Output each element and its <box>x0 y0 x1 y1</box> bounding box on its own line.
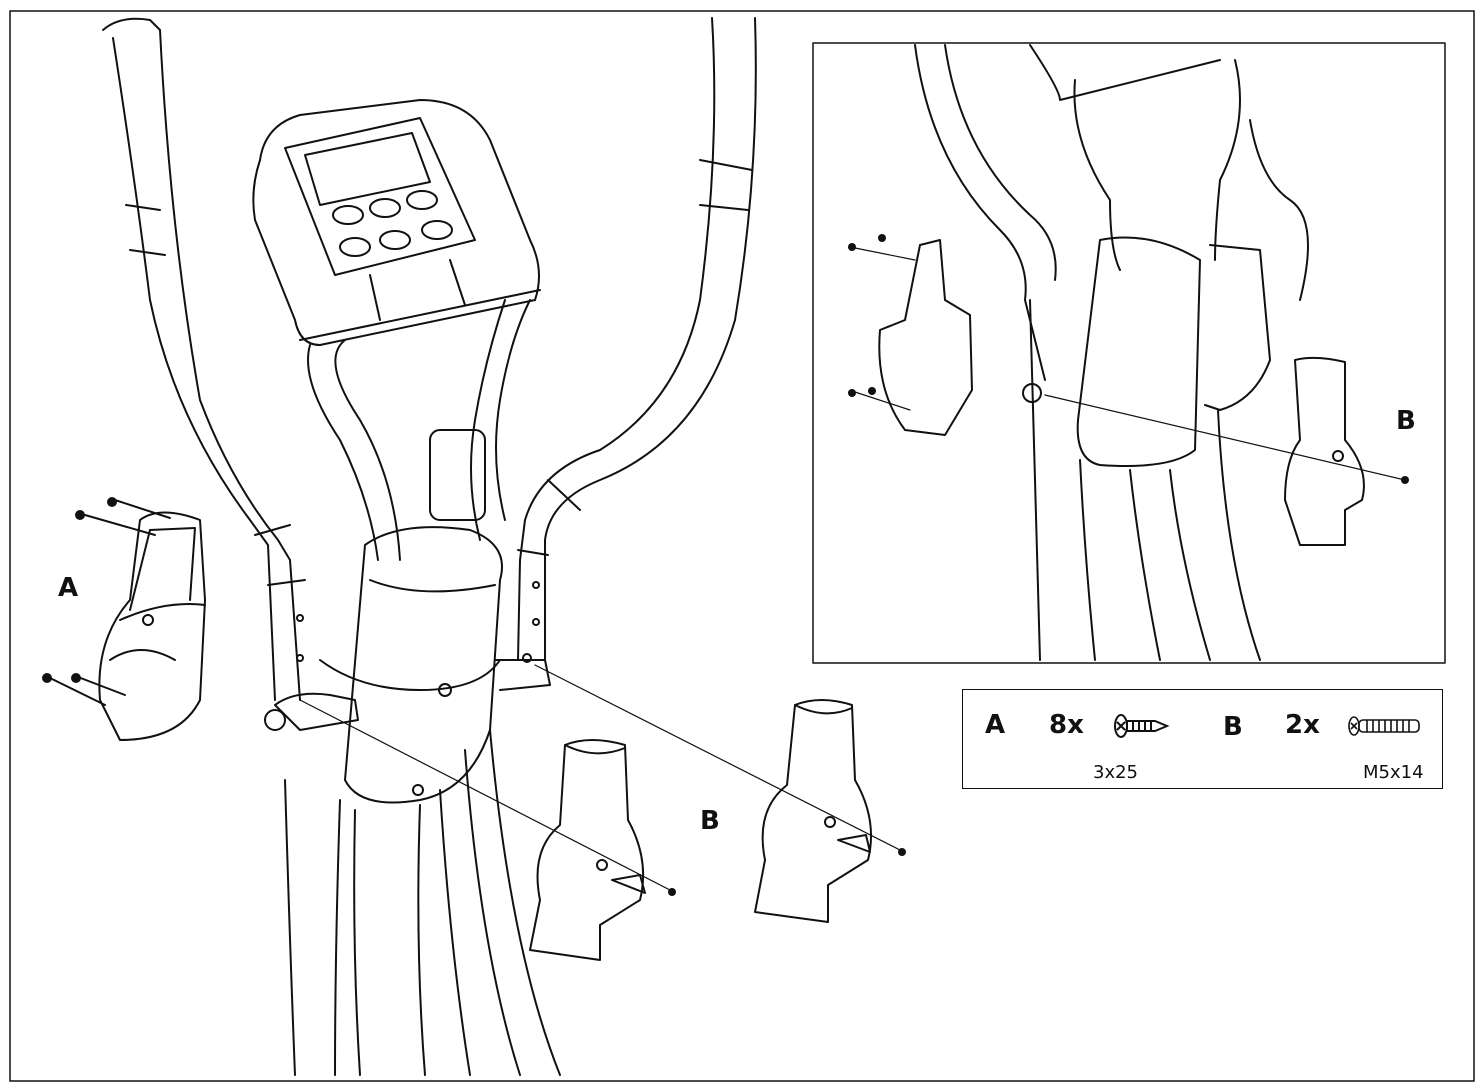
outer-frame <box>9 10 1475 1082</box>
machine-bolt-icon <box>1348 716 1420 736</box>
center-stem <box>264 299 551 804</box>
hardware-legend: A 8x 3x25 B 2x M5 <box>962 689 1443 789</box>
legend-b-letter: B <box>1223 712 1243 742</box>
legend-a-letter: A <box>985 710 1006 740</box>
legend-b-qty: 2x <box>1285 710 1320 740</box>
screws <box>42 234 1409 896</box>
cover-part-a <box>49 499 206 741</box>
label-part-b-inset: B <box>1396 406 1416 436</box>
cover-part-b-left <box>529 739 646 961</box>
lower-tubes <box>284 729 561 1076</box>
console <box>252 99 541 346</box>
legend-b-size: M5x14 <box>1363 762 1424 783</box>
legend-a-size: 3x25 <box>1093 762 1139 783</box>
cover-part-b-right <box>754 699 873 923</box>
legend-a-qty: 8x <box>1049 710 1084 740</box>
left-moving-handle <box>102 17 306 701</box>
wood-screw-icon <box>1114 714 1170 738</box>
label-part-a: A <box>58 573 79 603</box>
inset-detail <box>812 42 1446 664</box>
right-moving-handle <box>517 17 757 661</box>
label-part-b-main: B <box>700 806 720 836</box>
